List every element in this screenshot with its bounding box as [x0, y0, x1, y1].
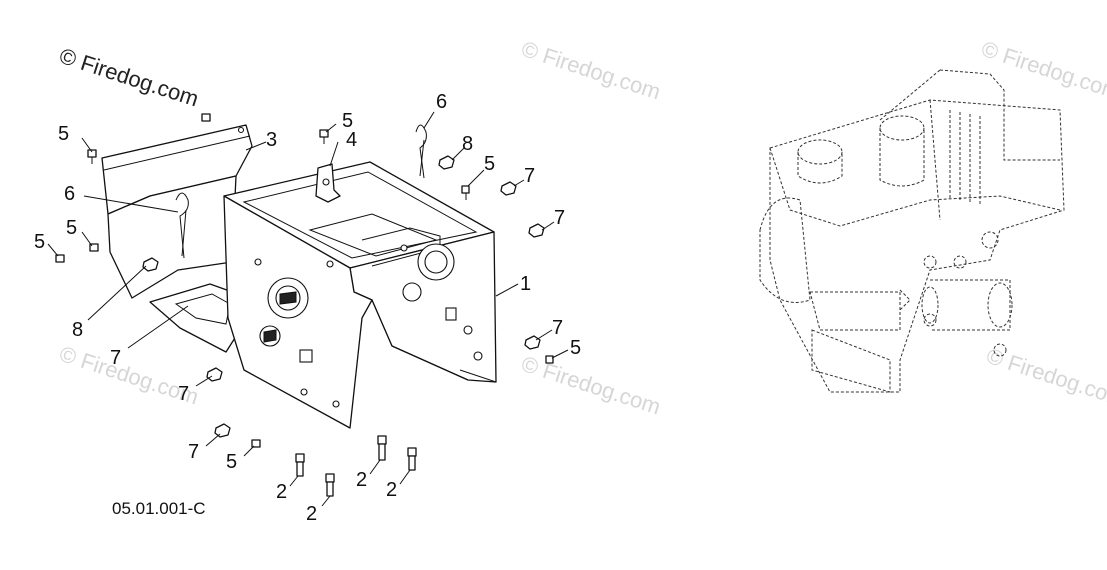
callout-2-b: 2: [306, 503, 317, 525]
callout-5-bottom: 5: [226, 451, 237, 473]
nut-7-lower-right: [524, 335, 541, 350]
watermark-bottom-center: © Firedog.com: [518, 351, 663, 419]
diagram-code: 05.01.001-C: [112, 499, 206, 518]
watermark-top-right: © Firedog.com: [978, 36, 1107, 104]
engine-phantom: [759, 69, 1065, 393]
callout-6-top: 6: [436, 91, 447, 113]
nut-8-top: [438, 155, 455, 170]
callout-7-right: 7: [524, 165, 535, 187]
callout-2-d: 2: [386, 479, 397, 501]
bolt-5-bottom: [251, 439, 261, 448]
callout-4: 4: [346, 129, 357, 151]
nut-8-left: [142, 257, 159, 272]
callout-5-left-b: 5: [34, 231, 45, 253]
nut-7-bottom: [214, 423, 231, 438]
callout-7-lower-right: 7: [552, 317, 563, 339]
callout-5-top-left: 5: [58, 123, 69, 145]
stud-2-a: [295, 453, 305, 477]
callout-7-left: 7: [110, 347, 121, 369]
bolt-left-a: [89, 243, 99, 252]
stud-2-b: [325, 473, 335, 497]
watermark-bottom-right: © Firedog.com: [983, 343, 1107, 411]
callout-5-left-a: 5: [66, 217, 77, 239]
callout-1: 1: [520, 273, 531, 295]
bolt-5-right: [461, 185, 470, 200]
part-3-shield: [101, 124, 253, 299]
stud-2-d: [407, 447, 417, 471]
callout-labels: 5 5 4 3 6 8 5 7 7 1 6 5 5 8 7 7 5 7 7 5 …: [34, 91, 581, 525]
callout-7-bottom: 7: [188, 441, 199, 463]
callout-8-top: 8: [462, 133, 473, 155]
callout-6-left: 6: [64, 183, 75, 205]
fasteners: [55, 113, 554, 497]
callout-2-a: 2: [276, 481, 287, 503]
stud-2-c: [377, 435, 387, 461]
callout-2-c: 2: [356, 469, 367, 491]
callout-5-top-center: 5: [342, 110, 353, 132]
bolt-shield-top: [201, 113, 211, 122]
callout-7-lower-left: 7: [178, 383, 189, 405]
callout-8-left: 8: [72, 319, 83, 341]
nut-7-far-right: [528, 223, 545, 238]
callout-5-right: 5: [484, 153, 495, 175]
nut-7-right: [500, 181, 517, 196]
bolt-left-b: [55, 254, 65, 263]
bolt-top-left: [87, 149, 97, 164]
nut-7-lower-left: [206, 367, 223, 382]
callout-3: 3: [266, 129, 277, 151]
part-1-frame: [223, 161, 497, 429]
callout-5-lower-right: 5: [570, 337, 581, 359]
leader-lines: [47, 111, 569, 507]
watermark-primary: © Firedog.com: [56, 43, 201, 111]
callout-7-far-right: 7: [554, 207, 565, 229]
bolt-5-lower-right: [545, 355, 554, 364]
watermark-top-center: © Firedog.com: [518, 36, 663, 104]
part-7-bracket: [149, 283, 241, 353]
part-6-pins: [175, 124, 427, 259]
part-4-lever: [315, 163, 341, 203]
bolt-top-center: [319, 129, 329, 144]
